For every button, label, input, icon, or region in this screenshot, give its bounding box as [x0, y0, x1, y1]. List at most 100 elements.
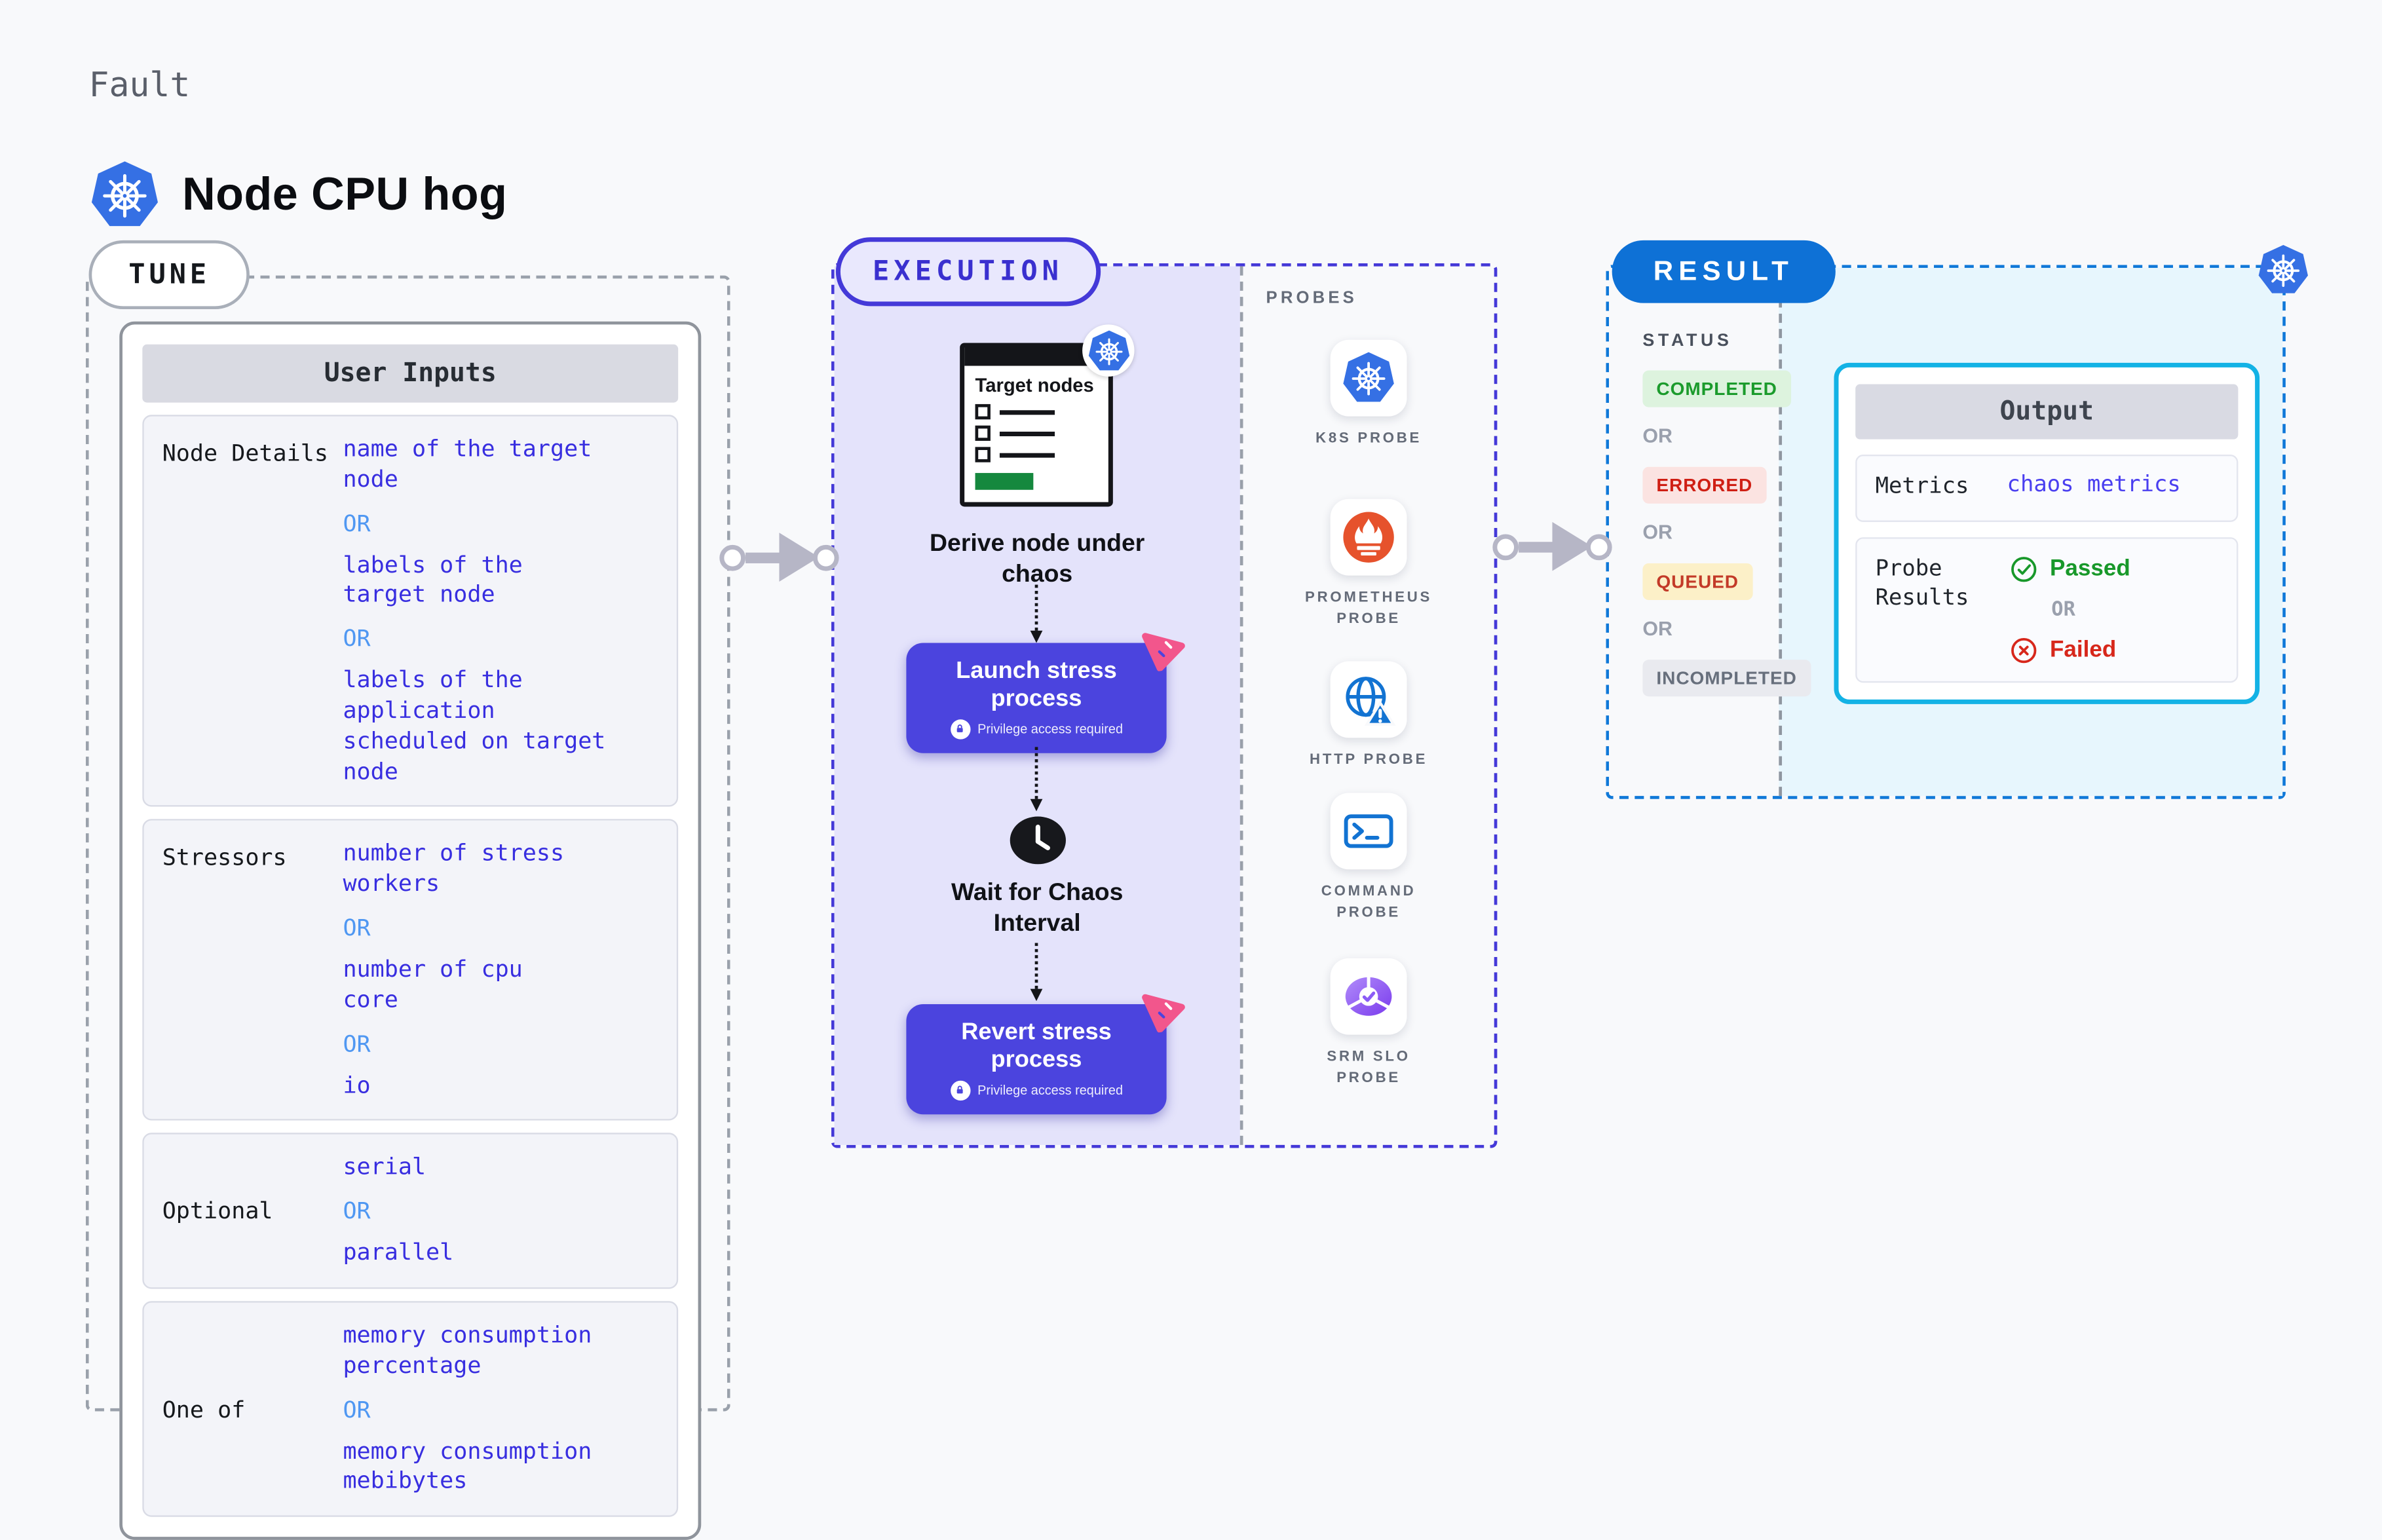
input-option-value: labels of the application scheduled on t…: [343, 666, 606, 785]
launch-stress-button[interactable]: Launch stress process Privilege access r…: [906, 643, 1166, 753]
page-title: Node CPU hog: [182, 169, 508, 220]
or-separator: OR: [2051, 597, 2075, 621]
litmus-chaos-icon: [1137, 622, 1189, 673]
kubernetes-badge: [1082, 324, 1135, 377]
probes-title: PROBES: [1266, 289, 1357, 308]
window-title: Target nodes: [975, 375, 1094, 397]
metrics-row: Metrics chaos metrics: [1855, 455, 2239, 521]
execution-section: Target nodes Derive node under chaos Lau…: [831, 263, 1498, 1148]
kubernetes-icon: [89, 159, 161, 231]
metrics-label: Metrics: [1875, 474, 1969, 499]
probe-results-row: Probe Results Passed OR Failed: [1855, 536, 2239, 683]
privilege-note: Privilege access required: [915, 719, 1157, 739]
status-title: STATUS: [1642, 332, 1733, 351]
kubernetes-icon: [2256, 244, 2310, 297]
input-option-value: labels of the target node: [343, 550, 523, 609]
probe-icon-card: [1330, 958, 1407, 1035]
probe-icon-card: [1330, 661, 1407, 738]
flow-connector: [1030, 584, 1043, 643]
derive-step-label: Derive node under chaos: [930, 531, 1145, 588]
output-header: Output: [1855, 384, 2239, 440]
input-row-label: Optional: [162, 1197, 273, 1225]
probes-panel: PROBES K8S PROBE PROMETHEUS PROBE HTTP P…: [1239, 266, 1494, 1145]
status-badge: ERRORED: [1642, 466, 1767, 504]
input-option-value: serial: [343, 1153, 426, 1181]
revert-stress-button[interactable]: Revert stress process Privilege access r…: [906, 1004, 1166, 1114]
lock-icon: [950, 1080, 970, 1100]
probe-icon-card: [1330, 793, 1407, 870]
diagram-canvas: Fault Node CPU hog TUNE User Inputs Node…: [85, 67, 2311, 1540]
user-inputs-card: User Inputs Node Details name of the tar…: [119, 321, 702, 1540]
input-row-label: Node Details: [162, 439, 328, 467]
checkbox-row: [975, 426, 1098, 441]
page-title-row: Node CPU hog: [89, 159, 508, 231]
failed-line: Failed: [2010, 636, 2218, 664]
kubernetes-icon: [1086, 328, 1131, 373]
lock-icon: [950, 719, 970, 739]
or-separator: OR: [343, 913, 371, 942]
input-option-value: memory consumption percentage: [343, 1321, 592, 1379]
checkbox-icon: [975, 404, 991, 421]
status-badge: INCOMPLETED: [1642, 660, 1811, 697]
metrics-value: chaos metrics: [2007, 473, 2181, 498]
probe-item: COMMAND PROBE: [1243, 793, 1494, 925]
passed-line: Passed: [2010, 555, 2218, 582]
or-separator: OR: [1642, 616, 1673, 640]
or-separator: OR: [343, 509, 371, 537]
probe-label: K8S PROBE: [1315, 430, 1422, 447]
input-option-value: io: [343, 1070, 371, 1099]
or-separator: OR: [1642, 424, 1673, 447]
probe-label: PROMETHEUS PROBE: [1305, 589, 1433, 628]
target-nodes-window: Target nodes: [960, 324, 1135, 508]
http-probe-icon: [1341, 672, 1396, 727]
flow-connector: [1030, 943, 1043, 1002]
execution-flow-panel: Target nodes Derive node under chaos Lau…: [834, 266, 1240, 1145]
flow-connector: [1030, 747, 1043, 812]
arrow-start-ring: [719, 544, 746, 571]
probe-item: HTTP PROBE: [1243, 661, 1494, 772]
failed-label: Failed: [2049, 637, 2117, 663]
probe-label: SRM SLO PROBE: [1327, 1048, 1410, 1087]
tune-to-execution-arrow: [719, 533, 839, 582]
execution-pill: EXECUTION: [835, 237, 1101, 307]
tune-pill: TUNE: [88, 240, 250, 310]
probe-results-label: Probe Results: [1875, 556, 1969, 611]
arrow-head: [779, 533, 820, 582]
probe-item: K8S PROBE: [1243, 339, 1494, 451]
fault-category-label: Fault: [88, 67, 191, 106]
or-separator: OR: [343, 624, 371, 652]
clock-icon: [1006, 812, 1070, 870]
checkbox-icon: [975, 447, 991, 463]
privilege-note: Privilege access required: [915, 1080, 1157, 1100]
wait-step-label: Wait for Chaos Interval: [951, 880, 1124, 936]
or-separator: OR: [343, 1197, 371, 1225]
probe-label: HTTP PROBE: [1310, 751, 1428, 769]
probe-icon-card: [1330, 339, 1407, 417]
input-option-value: number of cpu core: [343, 955, 523, 1013]
probe-label: COMMAND PROBE: [1321, 883, 1416, 922]
output-card: Output Metrics chaos metrics Probe Resul…: [1834, 362, 2260, 704]
arrow-end-ring: [812, 544, 839, 571]
input-option-value: parallel: [343, 1238, 454, 1266]
x-circle-icon: [2010, 636, 2037, 664]
input-row-label: One of: [162, 1395, 246, 1423]
status-badge: COMPLETED: [1642, 370, 1791, 407]
user-inputs-header: User Inputs: [142, 344, 679, 403]
check-circle-icon: [2010, 555, 2037, 582]
arrow-start-ring: [1492, 533, 1519, 560]
input-row-label: Stressors: [162, 844, 287, 872]
or-separator: OR: [343, 1029, 371, 1057]
result-pill: RESULT: [1612, 240, 1836, 303]
probe-item: SRM SLO PROBE: [1243, 958, 1494, 1091]
litmus-chaos-icon: [1137, 983, 1189, 1034]
